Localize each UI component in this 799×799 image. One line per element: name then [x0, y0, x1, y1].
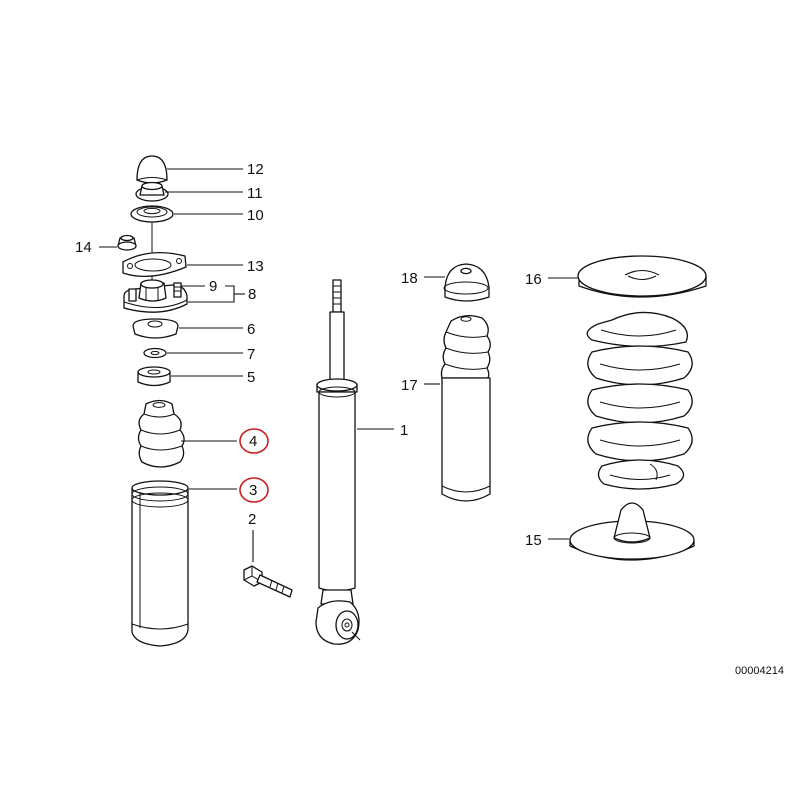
callout-labels: 12 11 10 14 13 9 8 6 7 5 4 3 2 1 18 17 1…	[75, 161, 542, 549]
leader-lines	[99, 168, 578, 562]
callout-11[interactable]: 11	[247, 185, 263, 202]
upper-spring-pad-part	[577, 255, 707, 298]
callout-12[interactable]: 12	[247, 161, 264, 178]
callout-17[interactable]: 17	[401, 377, 418, 394]
shock-absorber-part	[315, 279, 361, 645]
callout-14[interactable]: 14	[75, 239, 92, 256]
callout-6[interactable]: 6	[247, 321, 255, 338]
callout-18[interactable]: 18	[401, 270, 418, 287]
callout-10[interactable]: 10	[247, 207, 264, 224]
dust-boot-part	[440, 314, 491, 502]
diagram-reference-code: 00004214	[735, 665, 784, 677]
hex-bolt-part	[243, 565, 293, 598]
coil-spring-part	[586, 311, 693, 490]
bump-stop-part	[137, 399, 185, 468]
callout-3[interactable]: 3	[249, 482, 257, 499]
callout-4[interactable]: 4	[249, 433, 257, 450]
collar-nut-part	[135, 181, 169, 202]
callout-5[interactable]: 5	[247, 369, 255, 386]
callout-7[interactable]: 7	[247, 346, 255, 363]
support-cushion-part	[132, 318, 179, 339]
hex-nut-part	[117, 234, 137, 251]
highlight-circle-3	[239, 477, 269, 503]
protective-cap-part	[136, 155, 168, 184]
callout-13[interactable]: 13	[247, 258, 264, 275]
callout-8[interactable]: 8	[248, 286, 256, 303]
cap-part	[443, 263, 490, 302]
top-washer-part	[130, 205, 174, 223]
lower-spring-pad-part	[569, 502, 695, 561]
highlight-circle-4	[239, 428, 269, 454]
shock-mount-part	[123, 279, 188, 313]
gasket-part	[122, 252, 187, 277]
protection-tube-part	[131, 480, 189, 647]
callout-16[interactable]: 16	[525, 271, 542, 288]
callout-2[interactable]: 2	[248, 511, 256, 528]
callout-15[interactable]: 15	[525, 532, 542, 549]
highlight-markers	[239, 428, 269, 503]
spacer-ring-part	[137, 366, 171, 387]
callout-1[interactable]: 1	[400, 422, 408, 439]
callout-9[interactable]: 9	[209, 278, 217, 295]
washer-part	[143, 347, 167, 359]
